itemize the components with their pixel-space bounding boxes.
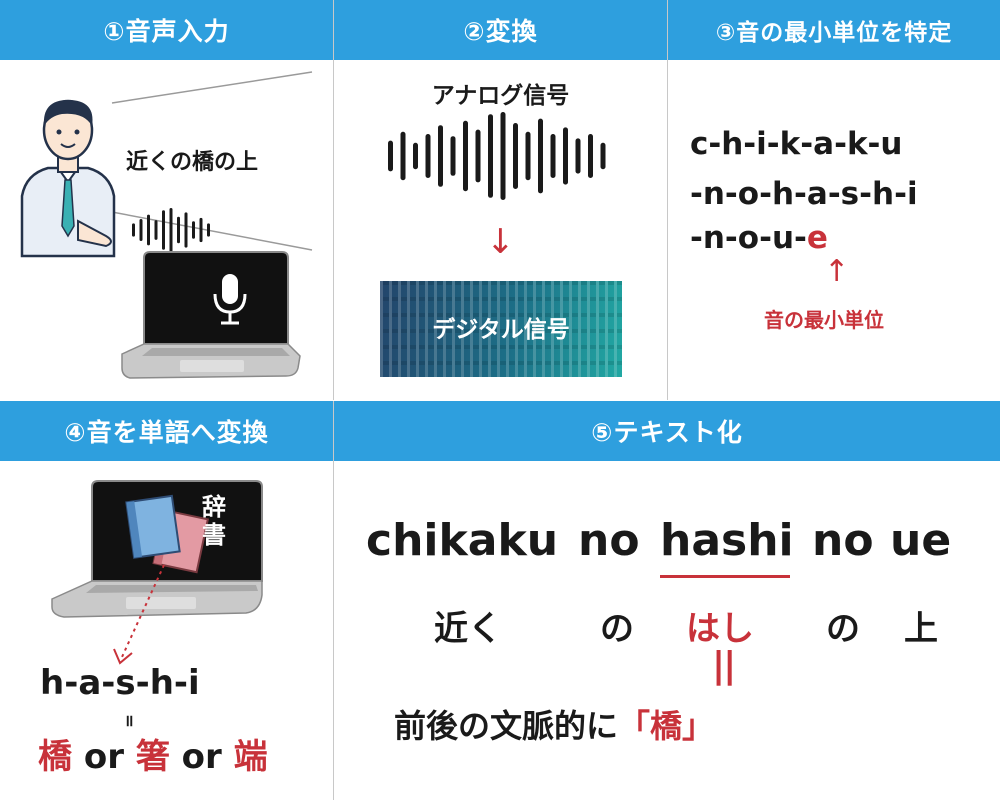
romaji-word-2: no	[578, 515, 640, 566]
word-candidates: 橋 or 箸 or 端	[38, 729, 268, 778]
equals-sign: ||	[712, 645, 736, 686]
speech-cone-lines	[111, 71, 313, 251]
wave-bar	[450, 136, 456, 176]
books-icon	[125, 494, 210, 574]
romaji-word-1: chikaku	[366, 515, 559, 566]
wave-bar	[475, 129, 481, 183]
microphone-icon	[213, 274, 247, 325]
wave-bar	[147, 214, 150, 246]
wave-bar	[563, 127, 568, 185]
context-text: 前後の文脈的に	[394, 707, 619, 745]
context-line: 前後の文脈的に「橋」	[394, 701, 714, 747]
wave-bar	[207, 223, 210, 237]
wave-bar	[192, 221, 195, 239]
panel-text-output: ⑤テキスト化 chikaku no hashi no ue 近く の はし の …	[334, 401, 1000, 800]
wave-bar	[500, 112, 506, 200]
candidate-bridge: 橋	[38, 737, 72, 777]
wave-bar	[438, 125, 443, 187]
phoneme-line-3: -n-o-u-e	[690, 220, 828, 256]
wave-bar	[575, 138, 581, 174]
panel-voice-input: ①音声入力 近くの橋の上	[0, 0, 333, 400]
divider	[0, 400, 1000, 401]
panel-title: ①音声入力	[0, 0, 333, 60]
wave-bar	[600, 142, 606, 170]
romaji-word-4: no	[812, 515, 874, 566]
wave-bar	[550, 134, 556, 178]
analog-wave-icon	[388, 112, 606, 200]
candidate-chopsticks: 箸	[135, 737, 170, 777]
speech-text: 近くの橋の上	[126, 150, 259, 175]
digital-signal-box: デジタル信号	[380, 281, 622, 377]
dotted-arrow	[113, 564, 165, 665]
wave-bar	[513, 123, 518, 189]
wave-bar	[184, 212, 188, 248]
romaji-word-3: hashi	[660, 515, 794, 566]
wave-bar	[413, 142, 418, 170]
equals-sign: ॥	[124, 711, 134, 730]
wave-bar	[169, 208, 173, 252]
kana-word-1: 近く	[434, 609, 502, 649]
panel-conversion: ②変換 アナログ信号 ↓ デジタル信号	[334, 0, 667, 400]
word-phonemes: h-a-s-h-i	[40, 663, 200, 703]
wave-bar	[177, 216, 180, 244]
phoneme-line-1: c-h-i-k-a-k-u	[690, 126, 903, 162]
wave-bar	[162, 210, 165, 250]
candidate-edge: 端	[233, 737, 268, 777]
result-word: 「橋」	[618, 707, 715, 745]
wave-bar	[400, 131, 406, 181]
panel-phoneme: ③音の最小単位を特定 c-h-i-k-a-k-u -n-o-h-a-s-h-i …	[668, 0, 1000, 400]
or-word-2: or	[181, 737, 222, 777]
wave-bar	[154, 220, 158, 240]
soundwave-icon	[132, 208, 210, 252]
wave-bar	[199, 217, 203, 243]
wave-bar	[463, 120, 468, 192]
or-word-1: or	[83, 737, 124, 777]
phoneme-highlight: e	[806, 220, 828, 256]
wave-bar	[488, 114, 493, 198]
person-icon	[20, 99, 116, 258]
binary-pattern	[380, 281, 622, 377]
up-arrow-icon: ↑	[824, 254, 850, 289]
wave-bar	[139, 219, 143, 241]
panel-word-conversion: ④音を単語へ変換 辞書 h-a-s-h-i ॥ 橋 or 箸 or 端	[0, 401, 333, 800]
dictionary-label: 辞書	[202, 493, 226, 549]
hashi-underline	[660, 575, 790, 578]
wave-bar	[538, 118, 543, 194]
panel-title: ⑤テキスト化	[334, 401, 1000, 461]
kana-word-4: の	[826, 609, 860, 649]
romaji-word-5: ue	[890, 515, 952, 566]
analog-signal-label: アナログ信号	[431, 83, 570, 109]
panel-title: ③音の最小単位を特定	[668, 0, 1000, 60]
kana-word-2: の	[600, 609, 634, 649]
down-arrow-icon: ↓	[486, 222, 515, 262]
divider	[667, 0, 668, 400]
phoneme-annotation: 音の最小単位	[764, 308, 884, 332]
phoneme-line-2: -n-o-h-a-s-h-i	[690, 176, 918, 212]
wave-bar	[388, 140, 393, 172]
wave-bar	[588, 134, 593, 178]
digital-signal-label: デジタル信号	[432, 317, 570, 343]
panel-title: ②変換	[334, 0, 667, 60]
kana-word-3: はし	[686, 609, 754, 649]
kana-word-5: 上	[904, 609, 938, 649]
wave-bar	[525, 131, 531, 181]
panel-title: ④音を単語へ変換	[0, 401, 333, 461]
wave-bar	[132, 223, 135, 237]
phoneme-line-3-text: -n-o-u-	[690, 220, 807, 256]
wave-bar	[425, 134, 431, 178]
